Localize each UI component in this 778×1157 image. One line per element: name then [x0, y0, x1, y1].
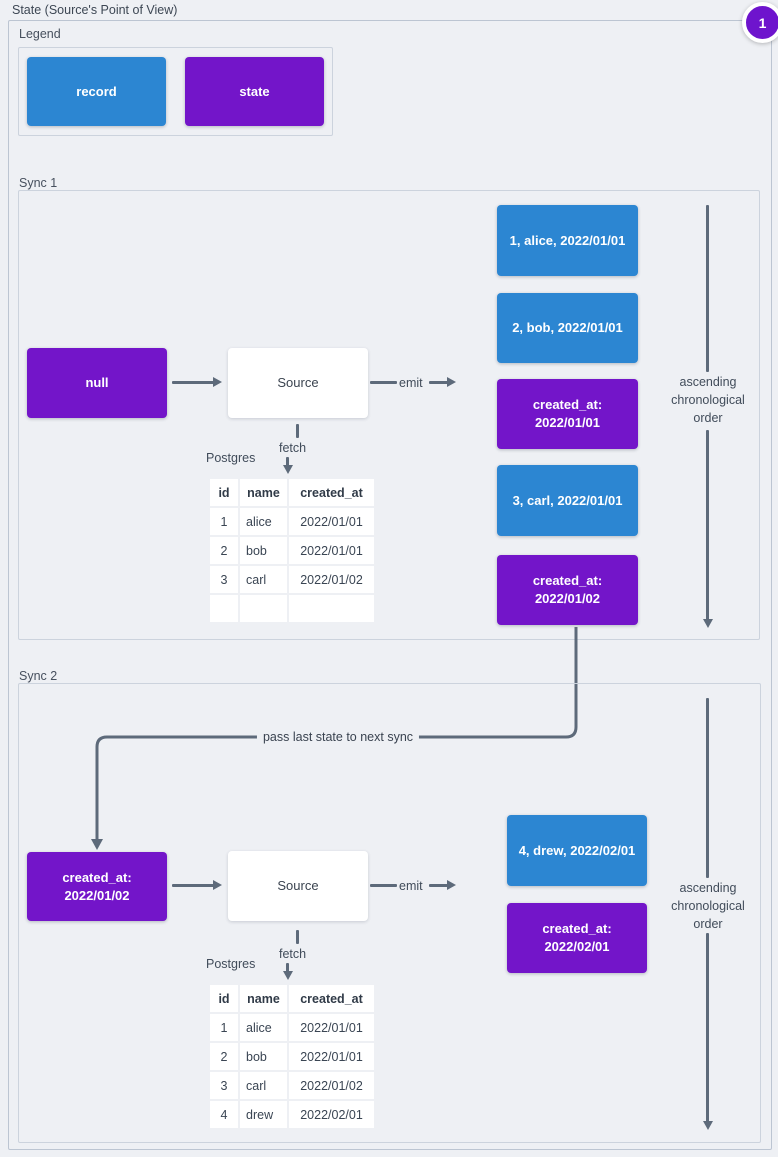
- sync2-order-line-bottom: [702, 933, 713, 1130]
- sync1-fetch-line: [296, 424, 299, 438]
- state-box: created_at: 2022/01/01: [497, 379, 638, 449]
- record-box: 1, alice, 2022/01/01: [497, 205, 638, 276]
- table-row: 2 bob 2022/01/01: [210, 1043, 374, 1070]
- sync1-emit-line: [370, 381, 397, 384]
- connector-label: pass last state to next sync: [256, 729, 420, 745]
- table-row: 4 drew 2022/02/01: [210, 1101, 374, 1128]
- sync2-order-line-top: [706, 698, 709, 878]
- col-id: id: [210, 479, 238, 506]
- sync1-source-box: Source: [228, 348, 368, 418]
- sync1-emit-arrow: [429, 377, 456, 387]
- sync2-fetch-label: fetch: [279, 947, 307, 961]
- sync2-fetch-arrow: [282, 963, 293, 980]
- table-row: 1 alice 2022/01/01: [210, 1014, 374, 1041]
- legend-state-label: state: [239, 83, 270, 99]
- table-row: 1 alice 2022/01/01: [210, 508, 374, 535]
- sync2-emit-line: [370, 884, 397, 887]
- sync1-order-line-bottom: [702, 430, 713, 628]
- sync2-emit-label: emit: [399, 879, 423, 893]
- page-title: State (Source's Point of View): [12, 3, 178, 17]
- legend-frame: [18, 47, 333, 136]
- table-row: 3 carl 2022/01/02: [210, 566, 374, 593]
- sync2-frame: [18, 683, 761, 1143]
- sync2-source-label: Source: [277, 878, 319, 893]
- col-created-at: created_at: [289, 985, 374, 1012]
- sync2-state-to-source-arrow: [172, 880, 222, 890]
- sync1-state-to-source-arrow: [172, 377, 222, 387]
- sync1-title: Sync 1: [19, 176, 58, 190]
- sync1-emit-label: emit: [399, 376, 423, 390]
- step-badge: 1: [742, 2, 778, 43]
- legend-record-box: record: [27, 57, 166, 126]
- col-name: name: [240, 479, 287, 506]
- sync1-db-label: Postgres: [206, 451, 256, 465]
- sync1-input-state-box: null: [27, 348, 167, 418]
- sync2-db-label: Postgres: [206, 957, 256, 971]
- col-created-at: created_at: [289, 479, 374, 506]
- col-name: name: [240, 985, 287, 1012]
- state-pov-frame: [8, 20, 772, 1150]
- table-header-row: id name created_at: [210, 985, 374, 1012]
- table-row: 3 carl 2022/01/02: [210, 1072, 374, 1099]
- table-header-row: id name created_at: [210, 479, 374, 506]
- legend-title: Legend: [19, 27, 61, 41]
- sync2-fetch-line: [296, 930, 299, 944]
- sync2-source-box: Source: [228, 851, 368, 921]
- legend-record-label: record: [76, 83, 117, 99]
- col-id: id: [210, 985, 238, 1012]
- sync1-table: id name created_at 1 alice 2022/01/01 2 …: [208, 477, 376, 624]
- record-box: 4, drew, 2022/02/01: [507, 815, 647, 886]
- ascending-order-label: ascending chronological order: [671, 375, 745, 425]
- sync1-order-line-top: [706, 205, 709, 372]
- sync1-source-label: Source: [277, 375, 319, 390]
- sync1-fetch-label: fetch: [279, 441, 307, 455]
- state-box: created_at: 2022/01/02: [497, 555, 638, 625]
- table-row-empty: [210, 595, 374, 622]
- legend-state-box: state: [185, 57, 324, 126]
- sync2-emit-arrow: [429, 880, 456, 890]
- sync2-input-state-box: created_at: 2022/01/02: [27, 852, 167, 921]
- state-box: created_at: 2022/02/01: [507, 903, 647, 973]
- sync2-title: Sync 2: [19, 669, 58, 683]
- step-badge-number: 1: [758, 14, 767, 31]
- ascending-order-label: ascending chronological order: [671, 881, 745, 931]
- sync1-fetch-arrow: [282, 457, 293, 474]
- table-row: 2 bob 2022/01/01: [210, 537, 374, 564]
- record-box: 2, bob, 2022/01/01: [497, 293, 638, 363]
- sync2-table: id name created_at 1 alice 2022/01/01 2 …: [208, 983, 376, 1130]
- record-box: 3, carl, 2022/01/01: [497, 465, 638, 536]
- sync1-input-state-label: null: [85, 375, 109, 390]
